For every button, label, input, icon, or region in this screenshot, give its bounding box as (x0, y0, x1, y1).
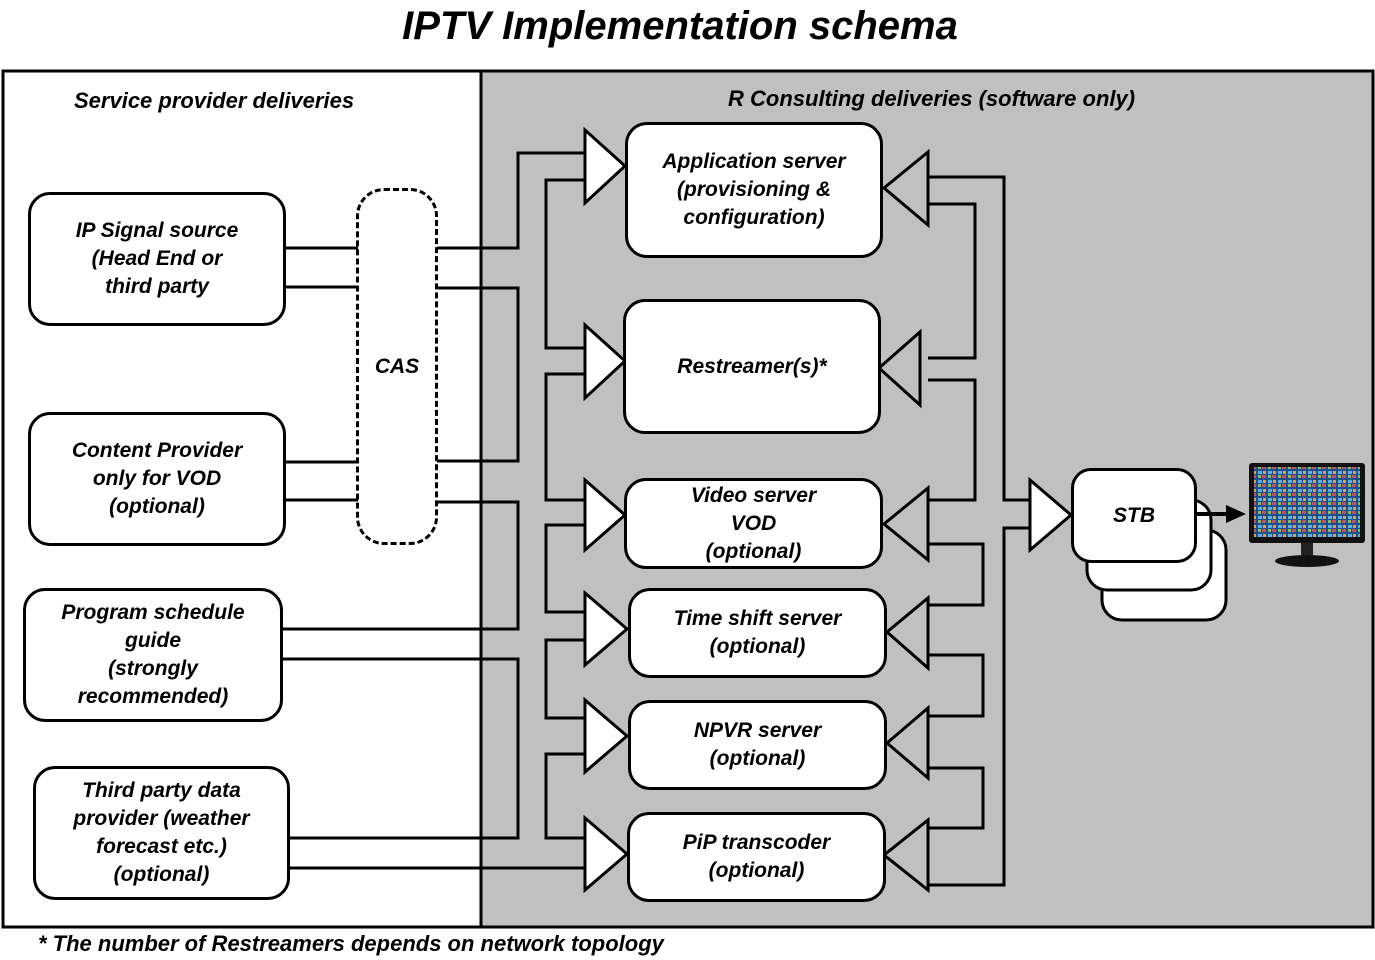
application-server-box: Application server (provisioning & confi… (625, 122, 883, 258)
timeshift-line-1: Time shift server (673, 607, 842, 630)
video-server-line-3: (optional) (705, 539, 802, 563)
npvr-line-1: NPVR server (693, 719, 822, 742)
program-guide-line-4: recommended) (77, 685, 229, 708)
content-provider-line-3: (optional) (109, 495, 205, 518)
npvr-server-box: NPVR server (optional) (628, 700, 887, 790)
television-icon (1247, 461, 1367, 573)
third-party-line-4: (optional) (113, 863, 210, 886)
content-provider-line-1: Content Provider (71, 439, 243, 462)
restreamer-box: Restreamer(s)* (623, 299, 881, 434)
program-guide-box: Program schedule guide (strongly recomme… (23, 588, 283, 722)
pip-line-1: PiP transcoder (682, 831, 831, 854)
ip-signal-line-3: third party (105, 275, 209, 298)
ip-signal-line-2: (Head End or (91, 247, 223, 270)
right-section-label: R Consulting deliveries (software only) (728, 86, 1136, 111)
third-party-line-2: provider (weather (73, 807, 250, 830)
left-section-label: Service provider deliveries (74, 88, 355, 113)
pip-transcoder-box: PiP transcoder (optional) (627, 812, 886, 902)
stb-box: STB (1071, 468, 1197, 563)
content-provider-box: Content Provider only for VOD (optional) (28, 412, 286, 546)
diagram-title: IPTV Implementation schema (402, 4, 958, 48)
program-guide-line-3: (strongly (108, 657, 198, 680)
video-server-box: Video server VOD (optional) (624, 478, 883, 569)
third-party-line-1: Third party data (82, 779, 241, 802)
ip-signal-line-1: IP Signal source (75, 219, 239, 242)
app-server-line-1: Application server (662, 150, 846, 173)
left-arrowheads (876, 148, 930, 894)
timeshift-line-2: (optional) (709, 635, 806, 658)
program-guide-line-1: Program schedule (61, 601, 245, 624)
third-party-line-3: forecast etc.) (96, 835, 227, 858)
third-party-data-box: Third party data provider (weather forec… (33, 766, 290, 900)
video-server-line-2: VOD (730, 511, 777, 535)
app-server-line-2: (provisioning & (677, 178, 831, 201)
video-server-line-1: Video server (690, 483, 817, 507)
cas-label: CAS (374, 354, 420, 378)
content-provider-line-2: only for VOD (92, 467, 222, 490)
program-guide-line-2: guide (125, 629, 181, 652)
npvr-line-2: (optional) (709, 747, 806, 770)
stb-label: STB (1113, 503, 1155, 527)
stb-to-tv-arrow (1226, 505, 1246, 523)
restreamer-line-1: Restreamer(s)* (677, 354, 827, 378)
connection-lines (283, 151, 1030, 887)
cas-box: CAS (356, 188, 438, 545)
footnote: * The number of Restreamers depends on n… (38, 931, 664, 956)
timeshift-server-box: Time shift server (optional) (628, 588, 887, 678)
pip-line-2: (optional) (708, 859, 805, 882)
ip-signal-source-box: IP Signal source (Head End or third part… (28, 192, 286, 326)
right-arrowheads (583, 126, 1074, 894)
app-server-line-3: configuration) (683, 206, 825, 229)
